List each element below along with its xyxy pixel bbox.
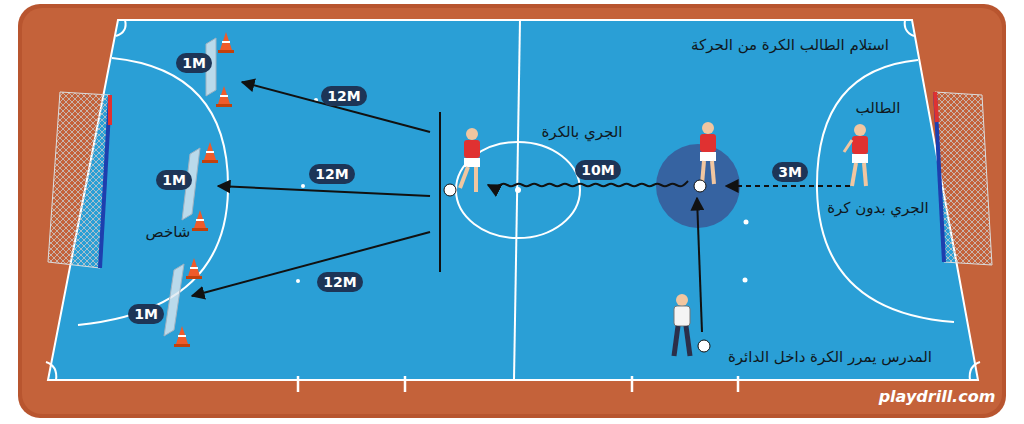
dimension-badge: 1M	[176, 53, 212, 74]
run-label: الجري بدون كرة	[827, 199, 929, 217]
dribbling-player	[460, 128, 480, 192]
dribble-arrow	[488, 181, 688, 187]
dribble-label: الجري بالكرة	[542, 123, 623, 141]
dimension-badge: 1M	[156, 170, 192, 191]
dimension-badge: 12M	[309, 164, 354, 185]
court-border	[18, 4, 1006, 418]
student-label: الطالب	[856, 99, 901, 117]
drill-title: استلام الطالب الكرة من الحركة	[691, 36, 889, 54]
rebound-line	[439, 112, 441, 272]
dimension-badge: 1M	[128, 304, 164, 325]
target-gate	[164, 258, 202, 347]
balls	[444, 180, 710, 352]
left-goal	[48, 92, 110, 268]
dimension-badge: 10M	[575, 160, 620, 181]
target-gate	[206, 32, 234, 107]
dimension-badge: 12M	[317, 272, 362, 293]
court-border-inner	[22, 8, 1002, 414]
touchline-marks	[298, 376, 738, 392]
watermark: playdrill.com	[879, 387, 996, 406]
teacher-figure	[674, 294, 690, 356]
field-lines	[46, 20, 980, 380]
playing-field	[48, 20, 978, 380]
dribble-path	[488, 181, 688, 187]
target-label: شاخص	[146, 223, 191, 241]
dimension-badge: 12M	[321, 86, 366, 107]
receiving-player	[700, 122, 716, 184]
dimension-badge: 3M	[772, 162, 808, 183]
pass-arrow	[697, 198, 702, 332]
shot-arrows	[192, 82, 430, 296]
student-player	[844, 124, 868, 186]
spot-markers	[296, 98, 749, 283]
run-arrow	[726, 185, 850, 187]
right-goal	[935, 92, 992, 265]
teacher-note: المدرس يمرر الكرة داخل الدائرة	[728, 348, 932, 366]
